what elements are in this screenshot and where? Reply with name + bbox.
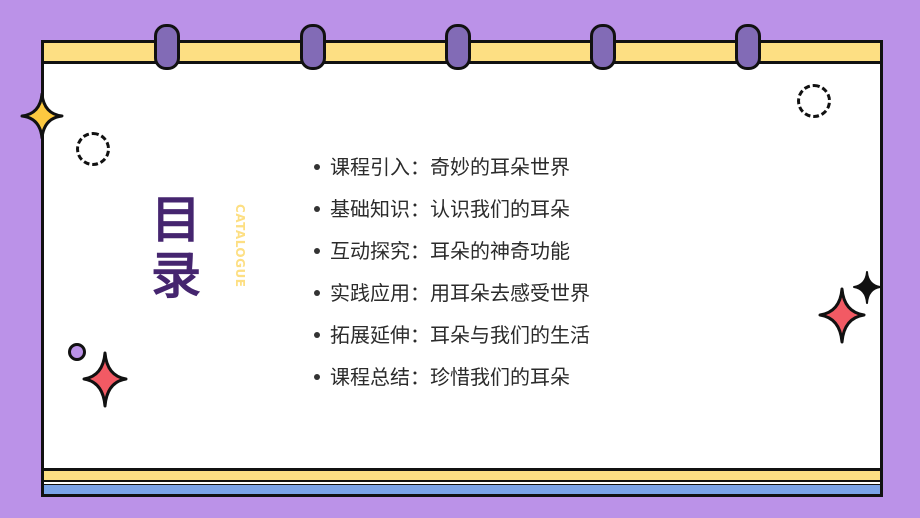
sparkle-red-icon bbox=[818, 287, 866, 344]
bottom-blue-stripe bbox=[44, 484, 880, 494]
binder-ring-icon bbox=[590, 24, 616, 70]
binder-ring-icon bbox=[154, 24, 180, 70]
purple-dot-icon bbox=[68, 343, 86, 361]
list-item: 基础知识：认识我们的耳朵 bbox=[314, 188, 590, 230]
bullet-icon bbox=[314, 290, 320, 296]
bullet-icon bbox=[314, 206, 320, 212]
sparkle-yellow-icon bbox=[20, 92, 64, 140]
page-subtitle: CATALOGUE bbox=[233, 204, 247, 288]
sparkle-black-icon bbox=[853, 271, 881, 304]
list-item: 互动探究：耳朵的神奇功能 bbox=[314, 230, 590, 272]
bullet-icon bbox=[314, 164, 320, 170]
binder-ring-icon bbox=[735, 24, 761, 70]
list-item: 拓展延伸：耳朵与我们的生活 bbox=[314, 314, 590, 356]
catalogue-list: 课程引入：奇妙的耳朵世界 基础知识：认识我们的耳朵 互动探究：耳朵的神奇功能 实… bbox=[314, 146, 590, 398]
bullet-icon bbox=[314, 374, 320, 380]
dashed-circle-icon bbox=[797, 84, 831, 118]
notebook-frame bbox=[41, 40, 883, 497]
list-item: 实践应用：用耳朵去感受世界 bbox=[314, 272, 590, 314]
dashed-circle-icon bbox=[76, 132, 110, 166]
list-item: 课程引入：奇妙的耳朵世界 bbox=[314, 146, 590, 188]
binder-ring-icon bbox=[300, 24, 326, 70]
bottom-yellow-stripe bbox=[44, 468, 880, 482]
sparkle-red-icon bbox=[82, 351, 128, 408]
binder-ring-icon bbox=[445, 24, 471, 70]
bullet-icon bbox=[314, 248, 320, 254]
page-title: 目录 bbox=[151, 191, 201, 305]
bullet-icon bbox=[314, 332, 320, 338]
list-item: 课程总结：珍惜我们的耳朵 bbox=[314, 356, 590, 398]
